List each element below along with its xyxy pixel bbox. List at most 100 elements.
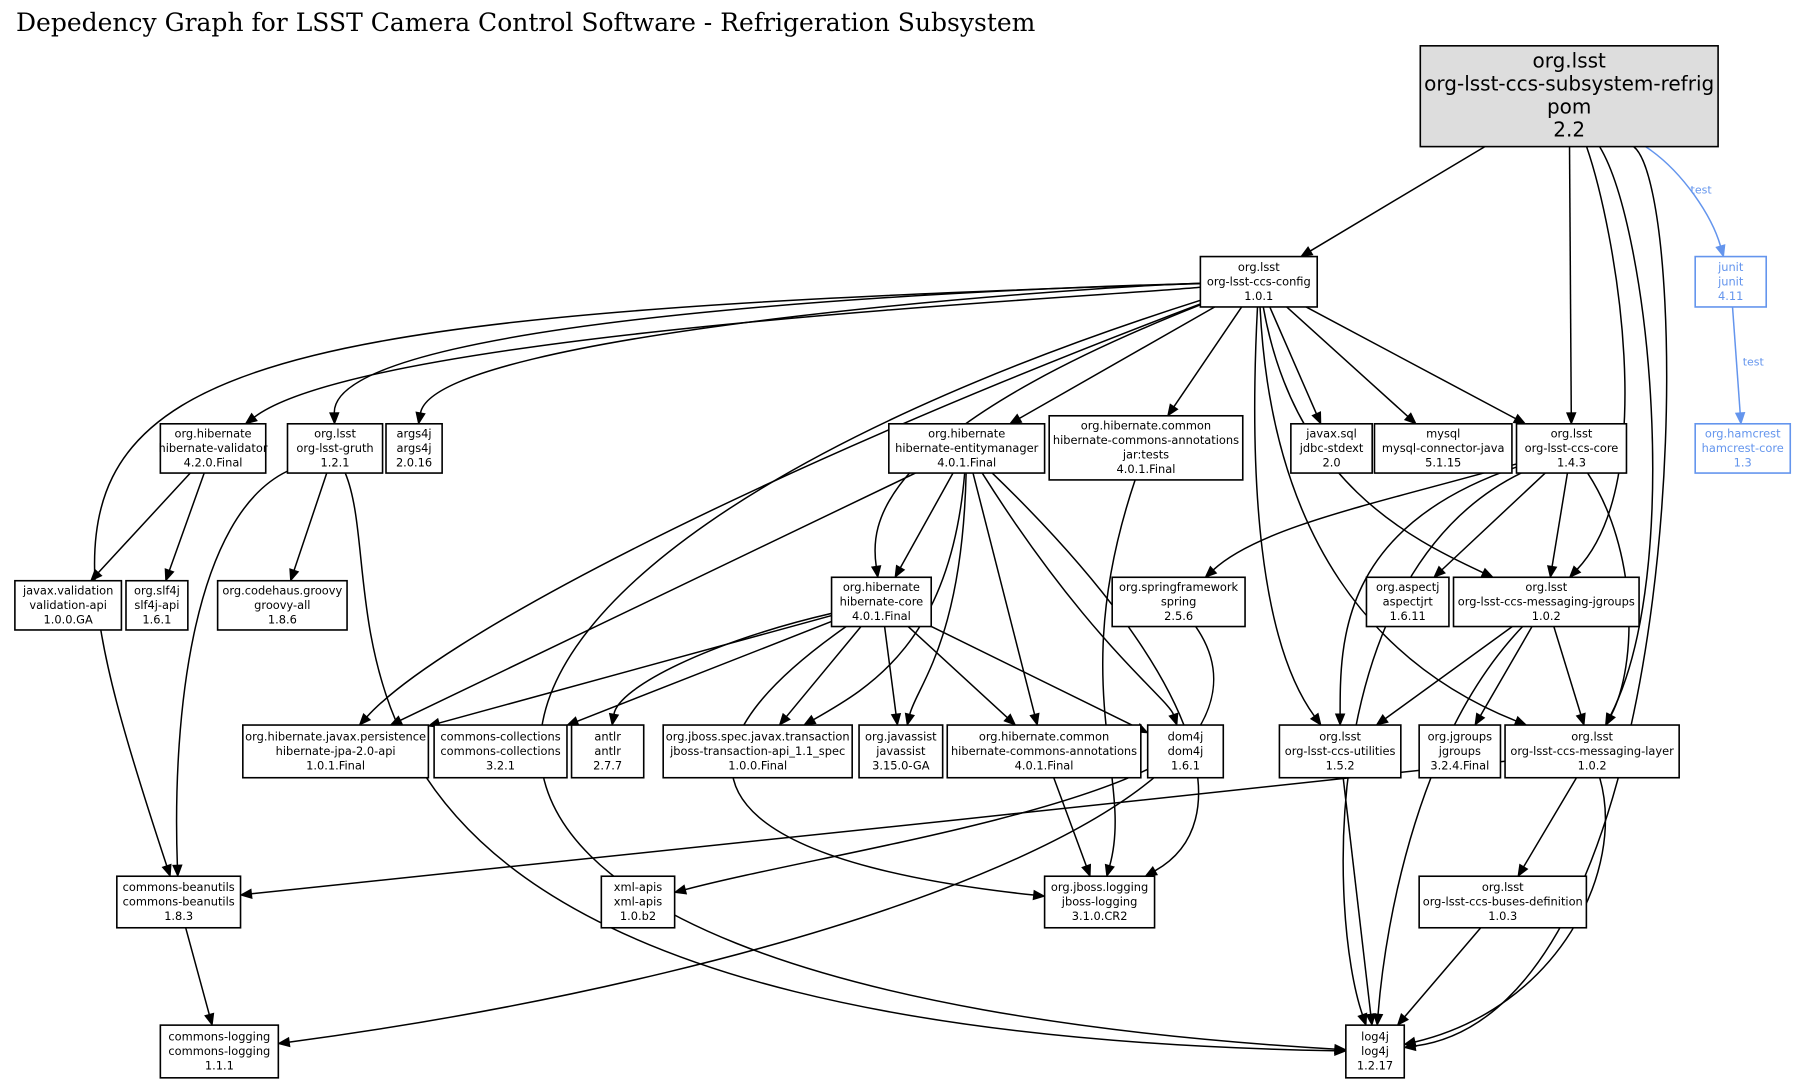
node-artifact-id: jboss-transaction-api_1.1_spec bbox=[669, 744, 845, 758]
node-group-id: org.aspectj bbox=[1376, 580, 1439, 594]
edge-line bbox=[1253, 306, 1316, 717]
edge-msg-layer-to-beanutils bbox=[239, 760, 1506, 899]
node-version: 1.0.3 bbox=[1488, 909, 1517, 923]
arrowhead-icon bbox=[1375, 714, 1389, 726]
node-group-id: org.lsst bbox=[1571, 730, 1613, 744]
edge-line bbox=[1053, 777, 1087, 867]
edge-gruth-to-groovy bbox=[289, 472, 328, 582]
edge-line bbox=[289, 626, 1215, 1043]
edge-line bbox=[1523, 777, 1578, 868]
node-jta[interactable]: org.jboss.spec.javax.transactionjboss-tr… bbox=[662, 724, 853, 779]
edge-line bbox=[1019, 306, 1216, 419]
node-group-id: org.lsst bbox=[1482, 880, 1524, 894]
node-artifact-id: jar:tests bbox=[1122, 448, 1169, 462]
edge-spring-to-commons-logging bbox=[277, 626, 1215, 1048]
node-artifact-id: hibernate-validator bbox=[159, 441, 268, 455]
node-box bbox=[1694, 422, 1792, 474]
node-version: 1.2.1 bbox=[321, 456, 350, 470]
node-jgroups-msg[interactable]: org.lsstorg-lsst-ccs-messaging-jgroups1.… bbox=[1452, 576, 1640, 628]
node-group-id: org.springframework bbox=[1119, 580, 1239, 594]
node-artifact-id: commons-beanutils bbox=[123, 895, 235, 909]
edge-hib-validator-to-slf4j bbox=[164, 472, 205, 582]
arrowhead-icon bbox=[778, 712, 791, 727]
node-jpa[interactable]: org.hibernate.javax.persistencehibernate… bbox=[242, 724, 430, 779]
node-version: 1.6.1 bbox=[1171, 759, 1200, 773]
node-box bbox=[1199, 255, 1319, 308]
arrowhead-icon bbox=[1734, 411, 1746, 426]
node-hib-em[interactable]: org.hibernatehibernate-entitymanager4.0.… bbox=[888, 422, 1046, 474]
edge-hca-tests-to-jboss-logging bbox=[1102, 479, 1136, 878]
arrowhead-icon bbox=[1168, 712, 1179, 727]
node-box bbox=[125, 579, 189, 631]
node-box bbox=[242, 724, 430, 779]
node-root[interactable]: org.lsstorg-lsst-ccs-subsystem-refrigpom… bbox=[1419, 45, 1719, 148]
node-artifact-id: hibernate-entitymanager bbox=[895, 441, 1038, 455]
node-version: 3.1.0.CR2 bbox=[1072, 909, 1128, 923]
node-version: 1.0.1 bbox=[1244, 289, 1273, 303]
arrowhead-icon bbox=[329, 412, 340, 426]
arrowhead-icon bbox=[1081, 863, 1092, 878]
edge-config-to-log4j bbox=[539, 299, 1348, 1055]
edge-hib-em-to-javassist bbox=[904, 473, 967, 727]
node-msg-layer[interactable]: org.lsstorg-lsst-ccs-messaging-layer1.0.… bbox=[1504, 724, 1680, 779]
edge-line bbox=[1310, 145, 1486, 252]
node-group-id: args4j bbox=[397, 427, 432, 441]
node-hib-validator[interactable]: org.hibernatehibernate-validator4.2.0.Fi… bbox=[159, 422, 268, 474]
edge-line bbox=[253, 286, 1201, 418]
arrowhead-icon bbox=[904, 712, 916, 727]
node-group-id: org.hibernate.common bbox=[979, 730, 1109, 744]
node-artifact-id: hibernate-core bbox=[840, 595, 924, 609]
edge-config-to-ccs-core bbox=[1305, 306, 1527, 425]
edge-line bbox=[97, 472, 191, 574]
edge-hib-core-to-jta bbox=[778, 626, 862, 727]
node-version: 1.8.3 bbox=[164, 909, 193, 923]
node-collections[interactable]: commons-collectionscommons-collections3.… bbox=[433, 724, 568, 779]
node-artifact-id: dom4j bbox=[1168, 744, 1204, 758]
node-version: 1.0.1.Final bbox=[306, 759, 365, 773]
node-group-id: commons-collections bbox=[440, 730, 560, 744]
node-buses[interactable]: org.lsstorg-lsst-ccs-buses-definition1.0… bbox=[1418, 875, 1588, 929]
node-hca-tests[interactable]: org.hibernate.commonhibernate-commons-an… bbox=[1048, 414, 1244, 481]
node-box bbox=[1418, 724, 1502, 779]
node-artifact-id: junit bbox=[1717, 274, 1744, 288]
edge-line bbox=[333, 282, 1201, 413]
node-box bbox=[600, 875, 676, 929]
node-version: 1.0.b2 bbox=[620, 909, 656, 923]
edge-config-to-hca-tests bbox=[1167, 306, 1243, 417]
node-hca[interactable]: org.hibernate.commonhibernate-commons-an… bbox=[946, 724, 1142, 779]
edge-jgroups-msg-to-msg-layer bbox=[1553, 626, 1586, 727]
node-group-id: javax.sql bbox=[1305, 427, 1357, 441]
node-version: 4.0.1.Final bbox=[937, 456, 996, 470]
arrowhead-icon bbox=[1372, 1013, 1384, 1027]
arrowhead-icon bbox=[1167, 403, 1179, 417]
node-box bbox=[1146, 724, 1225, 779]
arrowhead-icon bbox=[1309, 712, 1322, 727]
edge-line bbox=[1551, 472, 1569, 567]
edge-line bbox=[366, 303, 1201, 718]
